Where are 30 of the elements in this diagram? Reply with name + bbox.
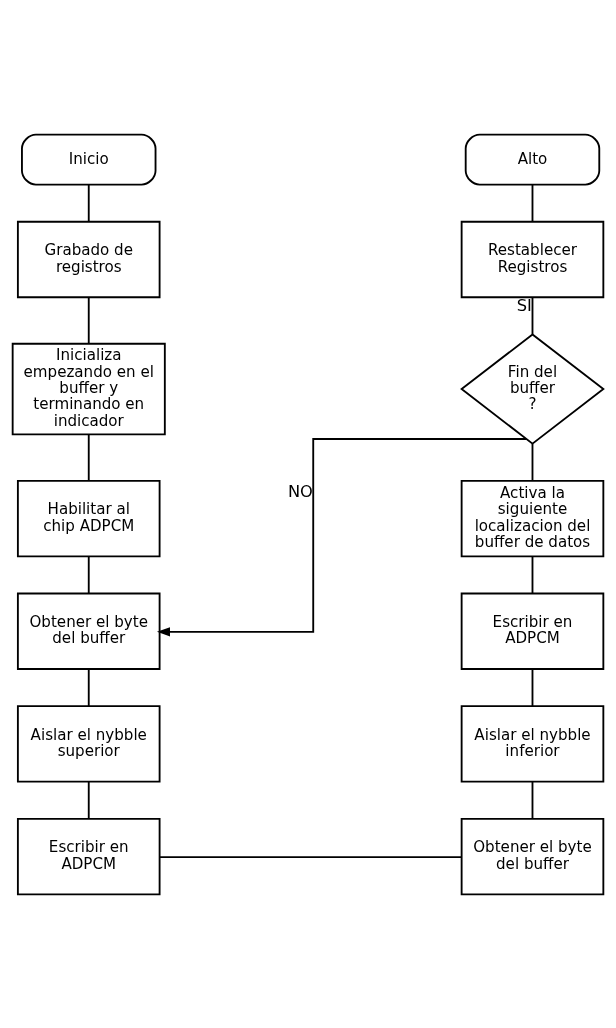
connector	[531, 667, 534, 707]
connector	[531, 295, 534, 335]
node-box: Escribir en ADPCM	[460, 592, 605, 670]
node-box: Obtener el byte del buffer	[460, 817, 605, 895]
arrow	[156, 437, 528, 636]
connector	[531, 554, 534, 594]
connector	[87, 183, 90, 222]
node-box: Aislar el nybble inferior	[460, 704, 605, 783]
node-box: Escribir en ADPCM	[16, 817, 161, 895]
node-diamond: Fin del buffer ?	[460, 332, 605, 445]
connector	[87, 667, 90, 707]
node-box: Restablecer Registros	[460, 220, 605, 298]
node-box: Grabado de registros	[16, 220, 161, 298]
edge-label: SI	[516, 295, 532, 315]
node-box: Alto	[464, 133, 601, 186]
node-box: Inicializa empezando en el buffer y terminando en indicador	[11, 342, 166, 435]
connector	[87, 295, 90, 345]
connector	[87, 554, 90, 594]
node-box: Obtener el byte del buffer	[16, 592, 161, 670]
node-box: Activa la siguiente localizacion del buffer de datos	[460, 479, 605, 557]
connector	[531, 183, 534, 222]
node-box: Aislar el nybble superior	[16, 704, 161, 783]
connector	[159, 855, 463, 858]
connector	[87, 433, 90, 481]
connector	[531, 442, 534, 482]
connector	[531, 780, 534, 820]
node-box: Habilitar al chip ADPCM	[16, 479, 161, 557]
edge-label: NO	[287, 481, 313, 501]
connector	[87, 780, 90, 820]
node-box: Inicio	[21, 133, 157, 186]
